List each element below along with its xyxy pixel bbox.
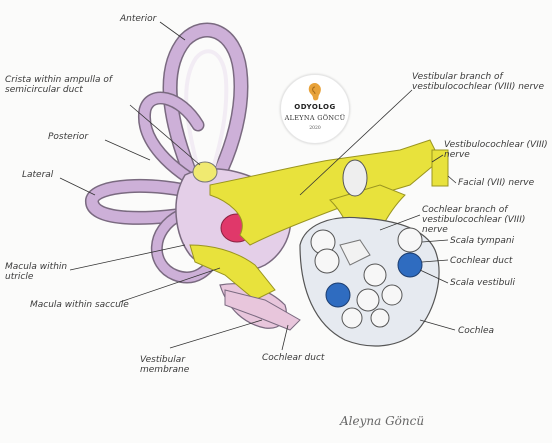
brand-logo: ODYOLOG ALEYNA GÖNCÜ 2020: [280, 74, 350, 144]
logo-year: 2020: [309, 126, 321, 131]
logo-brand: ODYOLOG: [294, 103, 336, 111]
artist-signature: Aleyna Göncü: [340, 414, 425, 428]
nerve-cross-section: [342, 159, 368, 197]
cochlea: [299, 216, 440, 347]
scala-blue-right: [397, 252, 423, 278]
label-scala-tympani: Scala tympani: [450, 236, 515, 246]
label-scala-vestibuli: Scala vestibuli: [450, 278, 516, 288]
label-cochlear-duct-bottom: Cochlear duct: [262, 353, 325, 363]
label-cochlear-duct-right: Cochlear duct: [450, 256, 513, 266]
cochlear-duct-tube: [224, 289, 301, 331]
label-macula-utricle: Macula within utricle: [5, 262, 68, 282]
label-cochlear-branch: Cochlear branch of vestibulocochlear (VI…: [422, 205, 526, 235]
scala-blue-left: [325, 282, 351, 308]
label-macula-saccule: Macula within saccule: [30, 300, 129, 310]
logo-name: ALEYNA GÖNCÜ: [284, 114, 346, 122]
label-posterior: Posterior: [48, 132, 89, 142]
label-crista: Crista within ampulla of semicircular du…: [5, 75, 112, 95]
leader-lines: [59, 21, 457, 351]
nerves: [189, 139, 449, 301]
label-vestibulocochlear-nerve: Vestibulocochlear (VIII) nerve: [444, 140, 548, 160]
label-facial-nerve: Facial (VII) nerve: [458, 178, 535, 188]
ampulla-crista: [192, 161, 218, 183]
ear-icon: [308, 83, 321, 101]
label-cochlea: Cochlea: [458, 326, 494, 336]
label-vestibular-membrane: Vestibular membrane: [140, 355, 190, 375]
label-anterior: Anterior: [120, 14, 157, 24]
semicircular-canals: [85, 22, 249, 284]
label-vestibular-branch: Vestibular branch of vestibulocochlear (…: [412, 72, 545, 92]
label-lateral: Lateral: [22, 170, 54, 180]
